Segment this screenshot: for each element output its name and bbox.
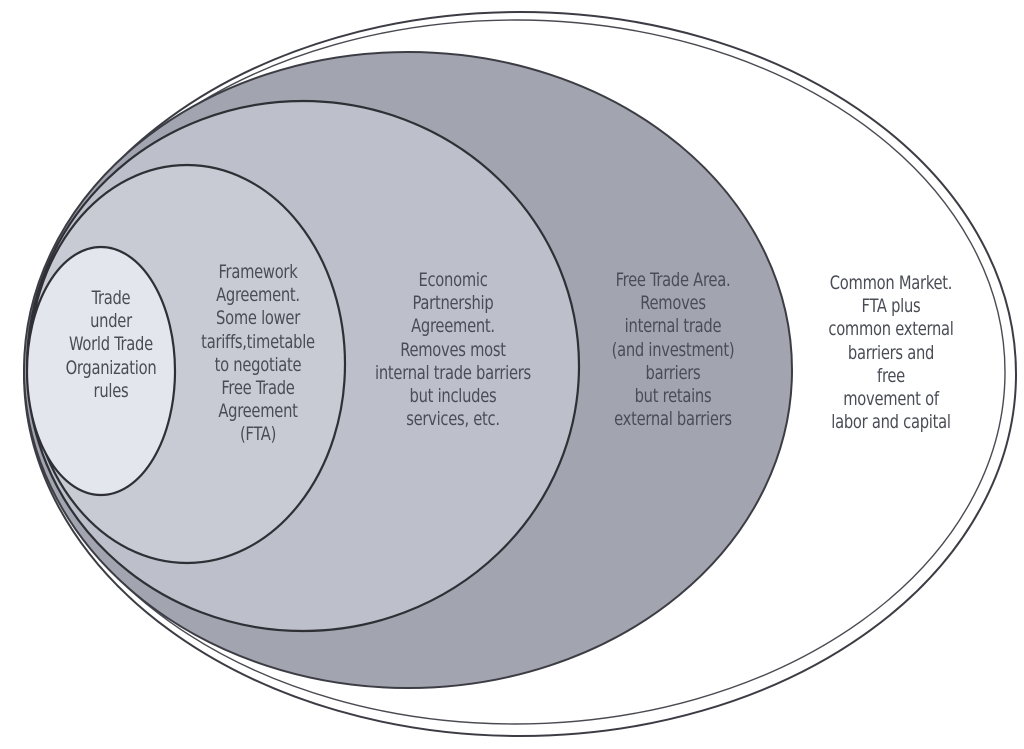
label-line: World Trade bbox=[69, 333, 153, 356]
label-line: FTA plus bbox=[861, 295, 921, 318]
label-line: Agreement bbox=[218, 400, 298, 423]
label-line: rules bbox=[93, 379, 129, 402]
label-line: Trade bbox=[91, 287, 131, 309]
label-line: common external bbox=[828, 318, 954, 341]
label-line: tariffs,timetable bbox=[201, 330, 315, 353]
label-line: internal trade bbox=[624, 315, 722, 338]
label-economic-partnership: Economic Partnership Agreement. Removes … bbox=[346, 269, 561, 431]
label-line: Agreement. bbox=[216, 284, 300, 307]
label-line: barriers bbox=[645, 361, 701, 384]
label-line: under bbox=[90, 310, 132, 333]
label-line: movement of bbox=[843, 388, 939, 411]
label-line: free bbox=[877, 364, 905, 387]
label-wto-rules: Trade under World Trade Organization rul… bbox=[36, 287, 186, 403]
label-framework-agreement: Framework Agreement. Some lower tariffs,… bbox=[181, 261, 336, 447]
label-line: Removes bbox=[640, 292, 706, 315]
label-line: services, etc. bbox=[406, 408, 500, 431]
label-line: barriers and bbox=[847, 341, 935, 364]
label-line: Common Market. bbox=[829, 272, 953, 294]
label-line: to negotiate bbox=[214, 353, 302, 376]
label-line: external barriers bbox=[614, 408, 732, 431]
label-line: Organization bbox=[65, 356, 157, 379]
label-line: (and investment) bbox=[611, 338, 735, 361]
label-line: Free Trade Area. bbox=[615, 269, 731, 291]
label-line: Partnership bbox=[412, 292, 494, 315]
label-line: Economic bbox=[418, 269, 488, 291]
label-line: Removes most bbox=[400, 338, 506, 361]
ellipse-wto-rules bbox=[25, 245, 177, 497]
label-line: but retains bbox=[634, 385, 712, 408]
label-line: but includes bbox=[409, 385, 497, 408]
label-line: Some lower bbox=[216, 307, 300, 330]
label-line: Agreement. bbox=[411, 315, 495, 338]
label-line: labor and capital bbox=[831, 411, 951, 434]
label-common-market: Common Market. FTA plus common external … bbox=[792, 272, 990, 434]
label-line: Free Trade bbox=[221, 377, 295, 400]
label-line: Framework bbox=[218, 261, 298, 283]
label-free-trade-area: Free Trade Area. Removes internal trade … bbox=[578, 269, 769, 431]
label-line: internal trade barriers bbox=[375, 361, 531, 384]
label-line: (FTA) bbox=[239, 423, 277, 446]
